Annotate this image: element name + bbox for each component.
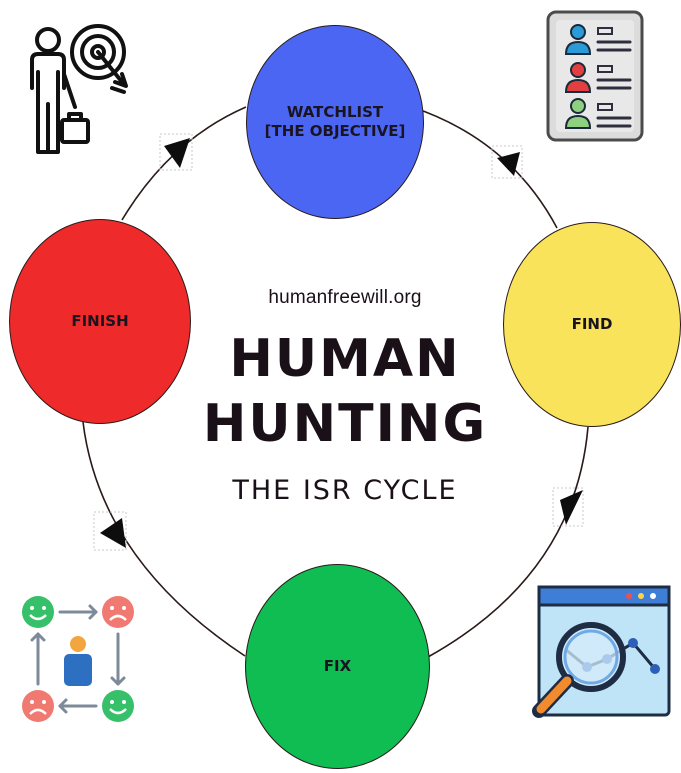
node-finish-label: FINISH [71, 312, 129, 331]
arrowhead-to-find [497, 152, 520, 176]
subtitle: THE ISR CYCLE [232, 475, 458, 506]
title-line-1: HUMAN [229, 329, 461, 389]
arc-find-to-fix [427, 426, 589, 658]
businessman-target-icon [30, 24, 128, 154]
node-fix: FIX [245, 564, 430, 769]
user-list-icon [546, 10, 644, 142]
node-finish: FINISH [9, 219, 191, 424]
node-watchlist: WATCHLIST [THE OBJECTIVE] [246, 25, 424, 219]
arrow-selection-box [159, 133, 193, 171]
arrow-selection-box [93, 511, 127, 551]
website-url: humanfreewill.org [268, 287, 422, 308]
node-find-label: FIND [571, 315, 613, 334]
node-fix-label: FIX [323, 657, 352, 676]
title-line-2: HUNTING [202, 394, 488, 454]
arc-finish-to-watchlist [121, 106, 247, 221]
arc-fix-to-finish [82, 421, 246, 657]
node-watchlist-label: WATCHLIST [THE OBJECTIVE] [264, 103, 406, 140]
magnifier-analytics-icon [532, 585, 671, 718]
arrow-selection-box [552, 487, 584, 527]
node-find: FIND [503, 222, 681, 427]
arrowhead-to-fix [560, 490, 583, 525]
arrow-selection-box [491, 145, 523, 179]
arrowhead-to-watchlist [164, 138, 190, 168]
mood-cycle-icon [22, 596, 134, 722]
arrowhead-to-finish [100, 518, 126, 548]
arc-watchlist-to-find [411, 106, 558, 229]
